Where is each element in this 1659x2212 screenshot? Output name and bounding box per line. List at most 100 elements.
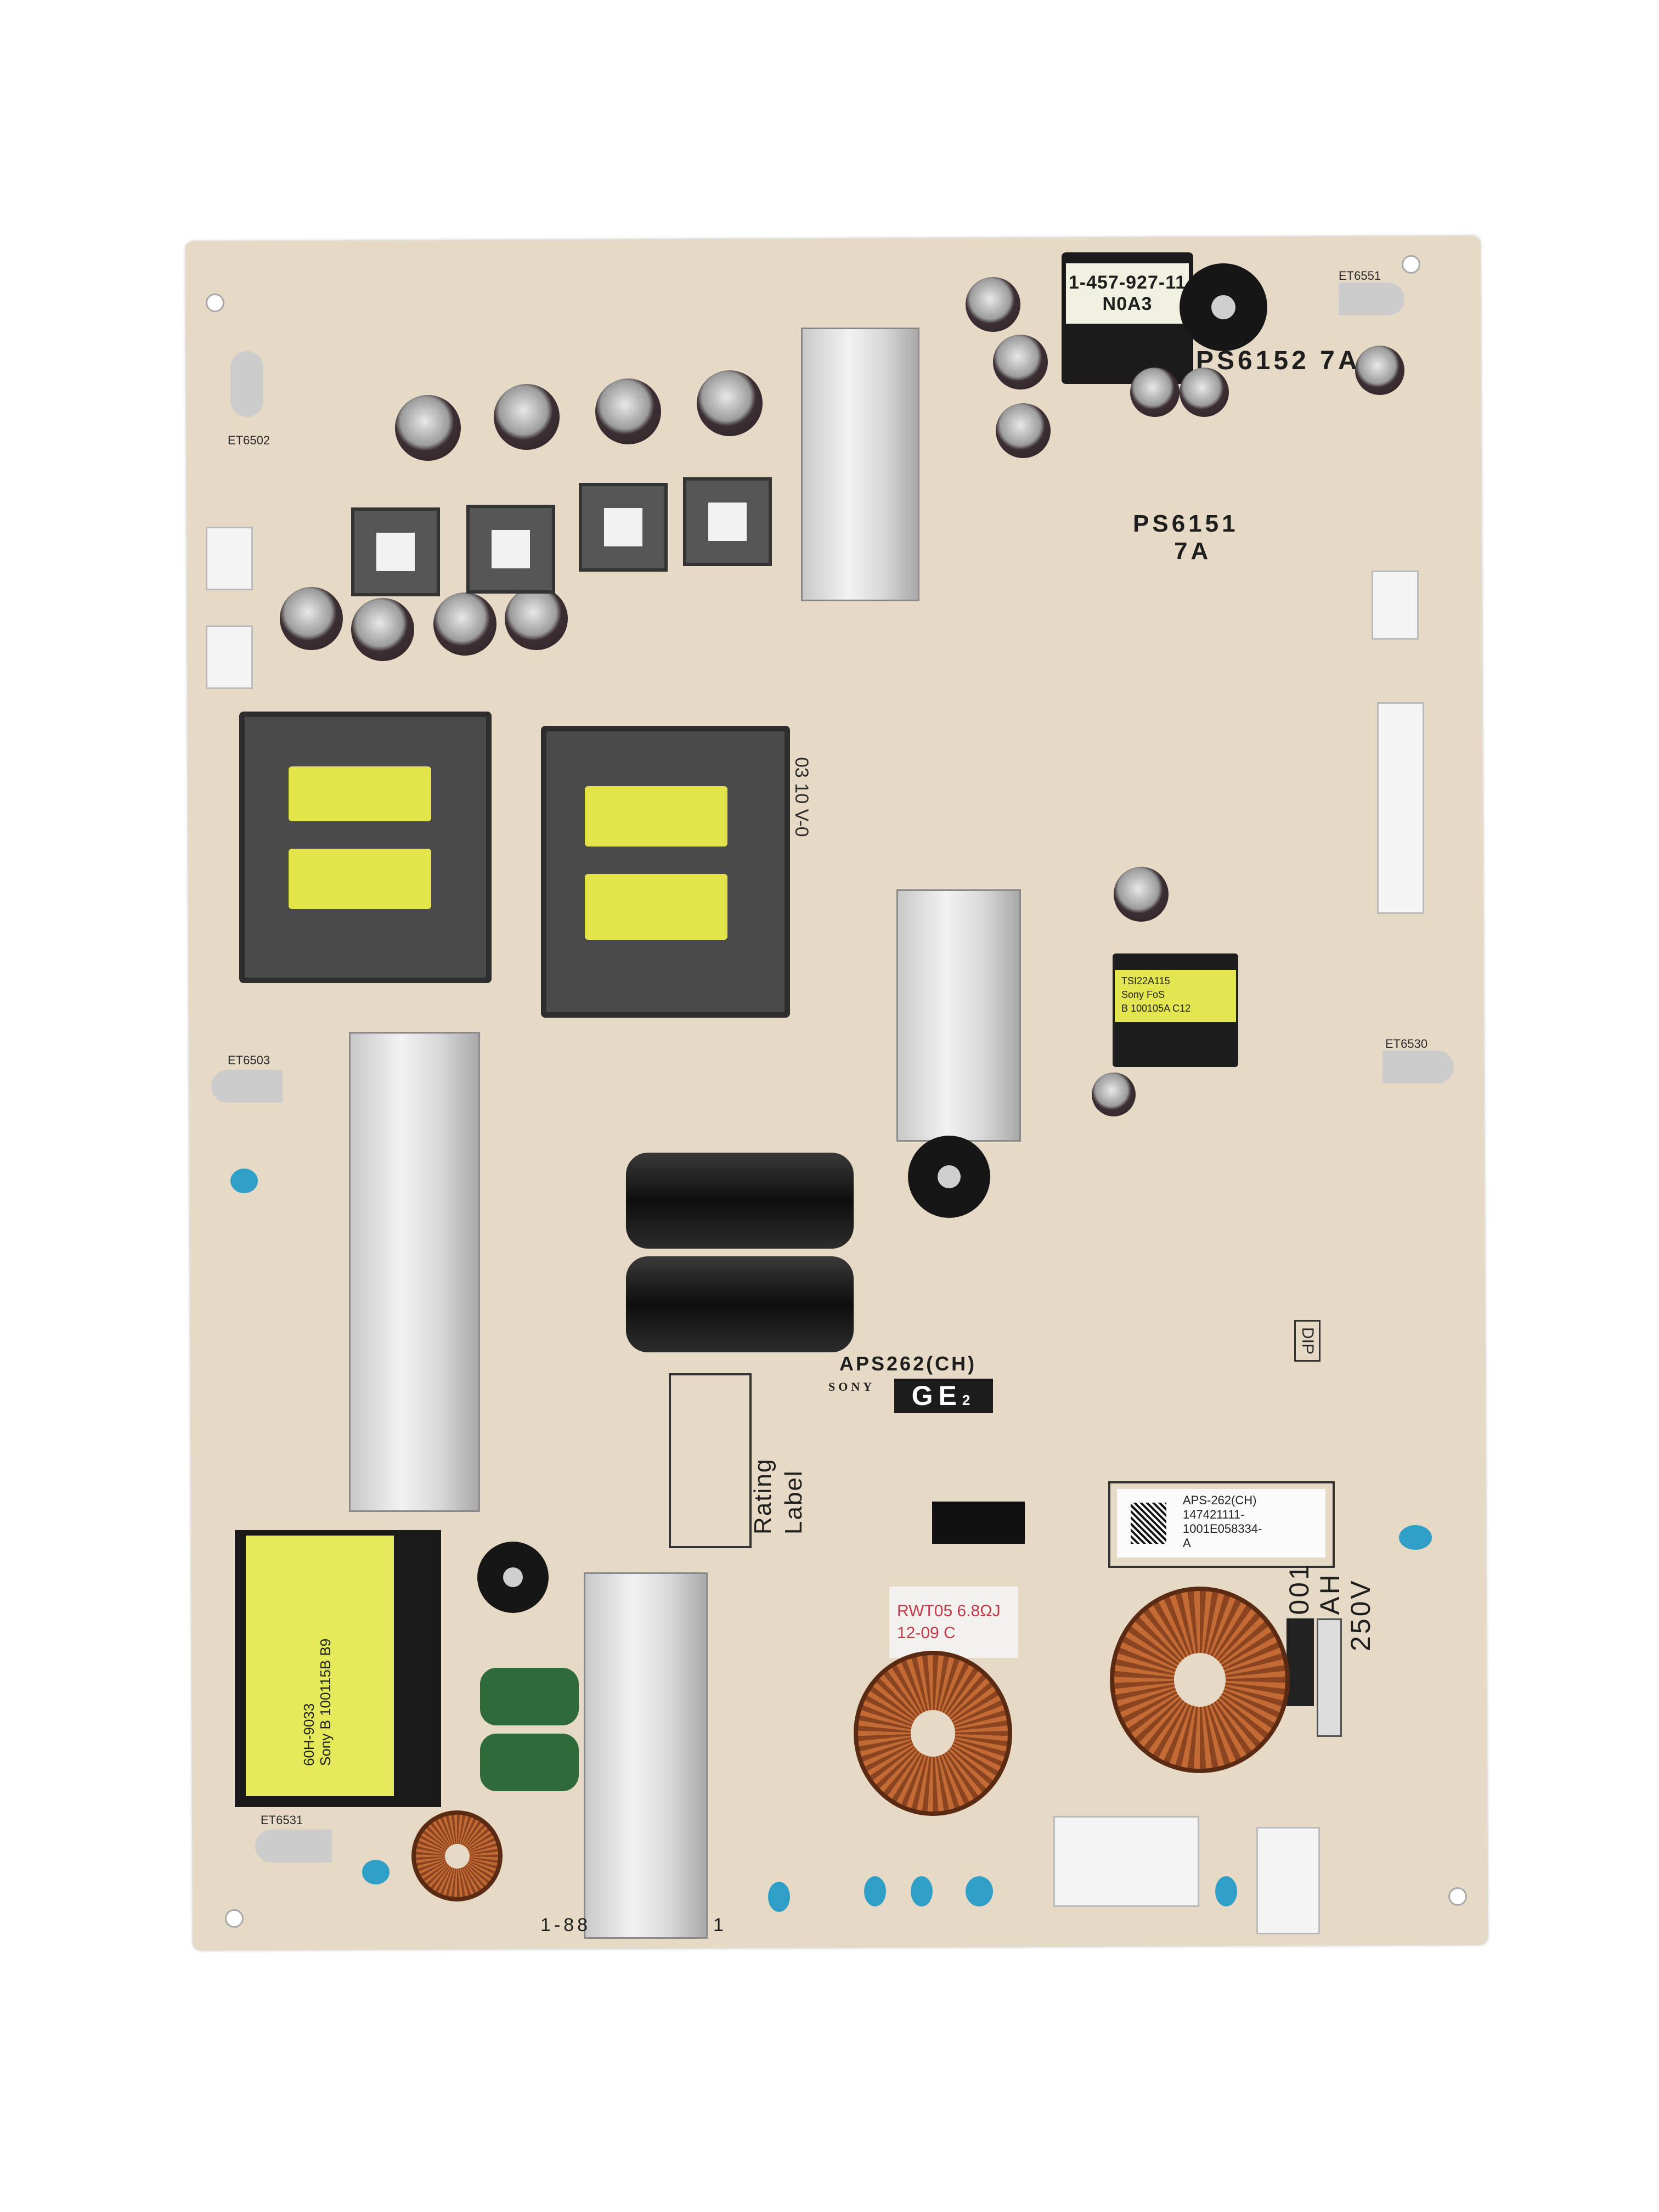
standby-transformer: 1-457-927-11 N0A3 xyxy=(1062,252,1193,384)
heatsink xyxy=(349,1032,480,1512)
label-line: Sony B 100115B B9 xyxy=(317,1638,334,1766)
resistor-value: RWT05 6.8ΩJ xyxy=(897,1602,1001,1620)
ge-mark-sub: 2 xyxy=(962,1392,976,1408)
capacitor xyxy=(1355,346,1404,395)
capacitor xyxy=(494,384,560,450)
bulk-capacitor xyxy=(626,1256,854,1352)
cement-resistor: RWT05 6.8ΩJ 12-09 C xyxy=(889,1587,1018,1658)
heatsink xyxy=(584,1572,708,1939)
sticker-frame: APS-262(CH) 147421111- 1001E058334- A xyxy=(1108,1481,1335,1568)
pfc-transformer: 60H-9033 Sony B 100115B B9 xyxy=(235,1530,441,1807)
sticker-serial: A xyxy=(1183,1536,1191,1550)
capacitor xyxy=(996,403,1051,458)
y-capacitor xyxy=(1399,1525,1432,1550)
line-filter-capacitor xyxy=(480,1734,579,1791)
y-capacitor xyxy=(966,1876,993,1906)
capacitor xyxy=(1180,368,1229,417)
sticker-serial: 1001E058334- xyxy=(1183,1522,1262,1536)
et6503-label: ET6503 xyxy=(228,1053,270,1067)
capacitor xyxy=(966,277,1020,332)
part-number-silkscreen: 1-88 xyxy=(540,1915,591,1936)
ps6151-label: PS6151 xyxy=(1133,510,1239,537)
y-capacitor xyxy=(864,1876,886,1906)
capacitor xyxy=(993,335,1048,390)
label-line: B 100105A C12 xyxy=(1121,1003,1191,1014)
capacitor xyxy=(395,395,461,461)
mounting-hole xyxy=(1402,255,1420,274)
capacitor xyxy=(505,587,568,650)
ps6151-rating: 7A xyxy=(1174,538,1212,565)
capacitor xyxy=(1092,1073,1136,1116)
connector xyxy=(1377,702,1424,914)
model-silkscreen: APS262(CH) xyxy=(839,1352,977,1375)
ground-tab xyxy=(1339,283,1404,315)
label-line: 60H-9033 xyxy=(301,1703,317,1766)
washer xyxy=(1180,263,1267,351)
sticker-model: APS-262(CH) xyxy=(1183,1493,1257,1507)
capacitor xyxy=(433,592,496,656)
connector xyxy=(206,527,253,590)
connector xyxy=(206,625,253,689)
mounting-hole xyxy=(1448,1887,1467,1906)
et6531-label: ET6531 xyxy=(261,1813,303,1827)
label-line: TSI22A115 xyxy=(1121,975,1170,986)
y-capacitor xyxy=(362,1860,390,1884)
mounting-hole xyxy=(206,294,224,312)
washer xyxy=(908,1136,990,1218)
capacitor xyxy=(280,587,343,650)
y-capacitor xyxy=(768,1882,790,1912)
capacitor xyxy=(1114,867,1169,922)
common-mode-choke xyxy=(1110,1587,1290,1773)
ge-mark: GE2 xyxy=(894,1379,993,1413)
datamatrix-code xyxy=(1131,1503,1166,1544)
ge-mark-text: GE xyxy=(911,1380,962,1411)
transformer-part-number: 1-457-927-11 xyxy=(1068,272,1187,293)
y-capacitor xyxy=(230,1169,258,1193)
black-label xyxy=(932,1502,1025,1544)
label-line: Sony FoS xyxy=(1121,989,1165,1000)
ac-inlet-connector xyxy=(1256,1827,1320,1934)
transformer-label: 60H-9033 Sony B 100115B B9 xyxy=(301,1558,334,1766)
capacitor xyxy=(1130,368,1180,417)
rating-label-line: Rating xyxy=(749,1458,776,1534)
brand-silkscreen: SONY xyxy=(828,1380,876,1393)
transformer-label: TSI22A115 Sony FoS B 100105A C12 xyxy=(1115,970,1236,1022)
transformer-code: N0A3 xyxy=(1102,294,1153,314)
y-capacitor xyxy=(911,1876,933,1906)
et6530-label: ET6530 xyxy=(1385,1037,1428,1051)
connector xyxy=(1372,571,1419,640)
rating-label-box: Rating Label xyxy=(669,1373,807,1548)
inductor xyxy=(466,505,555,594)
connector xyxy=(1053,1816,1199,1907)
sticker-serial: 147421111- xyxy=(1183,1508,1245,1521)
capacitor xyxy=(351,598,414,661)
date-code: 03 10 V-0 xyxy=(791,757,812,837)
toroid-inductor xyxy=(411,1810,503,1901)
dip-arrow: DIP xyxy=(1294,1319,1321,1362)
inductor xyxy=(683,477,772,566)
ps6152-label: PS6152 7A xyxy=(1196,346,1361,375)
inductor xyxy=(579,483,668,572)
y-capacitor xyxy=(1215,1876,1237,1906)
et6551-label: ET6551 xyxy=(1339,269,1381,283)
resistor-date: 12-09 C xyxy=(897,1624,956,1642)
main-transformer xyxy=(239,712,492,983)
washer xyxy=(477,1542,549,1613)
transformer-label: 1-457-927-11 N0A3 xyxy=(1066,263,1189,324)
mounting-hole xyxy=(225,1909,244,1928)
rating-label-text: Rating Label xyxy=(748,1392,809,1534)
ground-tab xyxy=(1383,1051,1454,1084)
sticker-text: APS-262(CH) 147421111- 1001E058334- A xyxy=(1183,1493,1262,1550)
heatsink xyxy=(896,889,1021,1142)
fuse xyxy=(1317,1618,1342,1737)
heatsink xyxy=(801,328,919,601)
common-mode-choke xyxy=(854,1651,1012,1816)
line-filter-capacitor xyxy=(480,1668,579,1725)
serial-sticker: APS-262(CH) 147421111- 1001E058334- A xyxy=(1117,1489,1325,1558)
rating-label-line: Label xyxy=(780,1470,807,1534)
inductor xyxy=(351,507,440,596)
varistor xyxy=(1286,1618,1314,1706)
et6502-label: ET6502 xyxy=(228,433,270,447)
ground-tab xyxy=(211,1070,283,1103)
main-transformer xyxy=(541,726,790,1018)
